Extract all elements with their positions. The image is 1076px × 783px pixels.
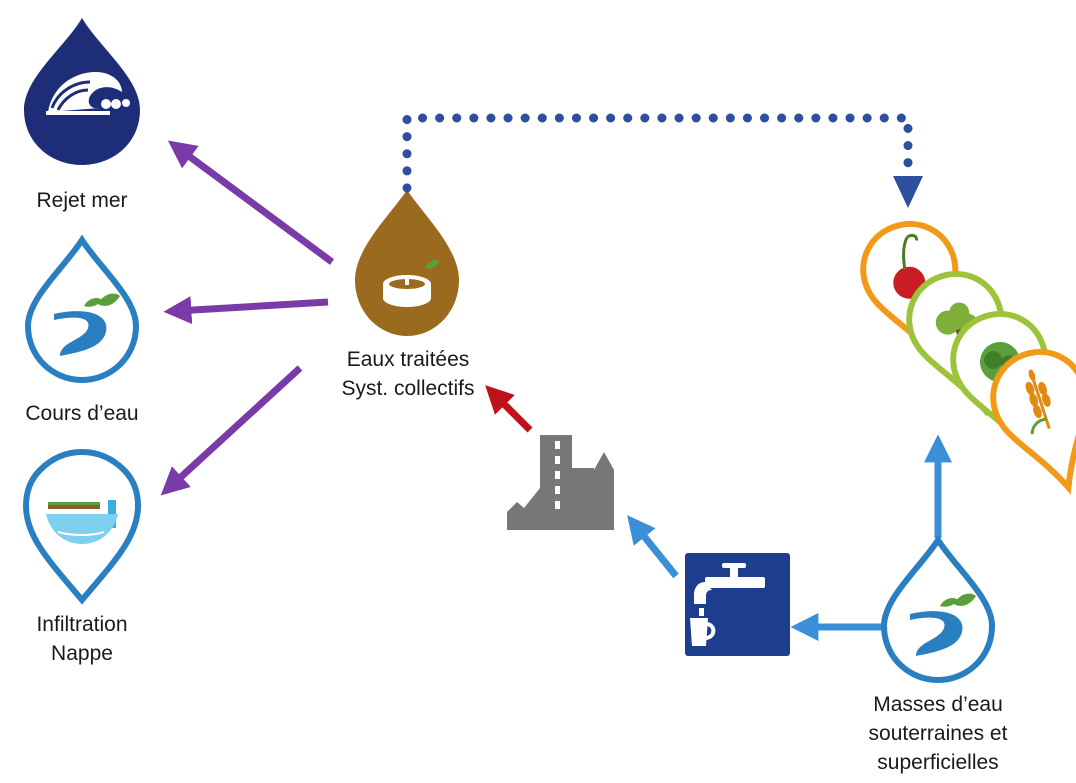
reuse-dotted-path [402, 113, 913, 193]
infiltration-label: Infiltration Nappe [36, 613, 128, 665]
drinking-water-tap-icon [685, 553, 790, 656]
reuse-arrow-head [893, 176, 923, 208]
rejet-mer-label: Rejet mer [36, 189, 128, 212]
cours-eau-label: Cours d’eau [25, 402, 139, 425]
arrow-to-city [627, 515, 679, 579]
cours-eau-drop [24, 234, 140, 384]
arrow-to-rejet-mer [167, 140, 335, 265]
eaux-traitees-drop [355, 190, 459, 336]
source-river-leaf-icon [880, 534, 996, 684]
masses-eau-drop [880, 534, 996, 684]
eaux-traitees-label: Eaux traitées Syst. collectifs [341, 348, 475, 400]
arrow-to-infiltration [160, 365, 303, 496]
arrow-to-eaux-traitees [485, 385, 533, 433]
river-leaf-icon [24, 234, 140, 384]
wheat-icon [990, 348, 1076, 495]
masses-eau-label: Masses d’eau souterraines et superficiel… [868, 693, 1008, 774]
arrow-to-cours-eau [163, 296, 329, 325]
city-icon [507, 435, 614, 530]
groundwater-icon [22, 448, 142, 605]
wave-icon [24, 18, 140, 165]
treatment-basin-icon [355, 190, 459, 336]
